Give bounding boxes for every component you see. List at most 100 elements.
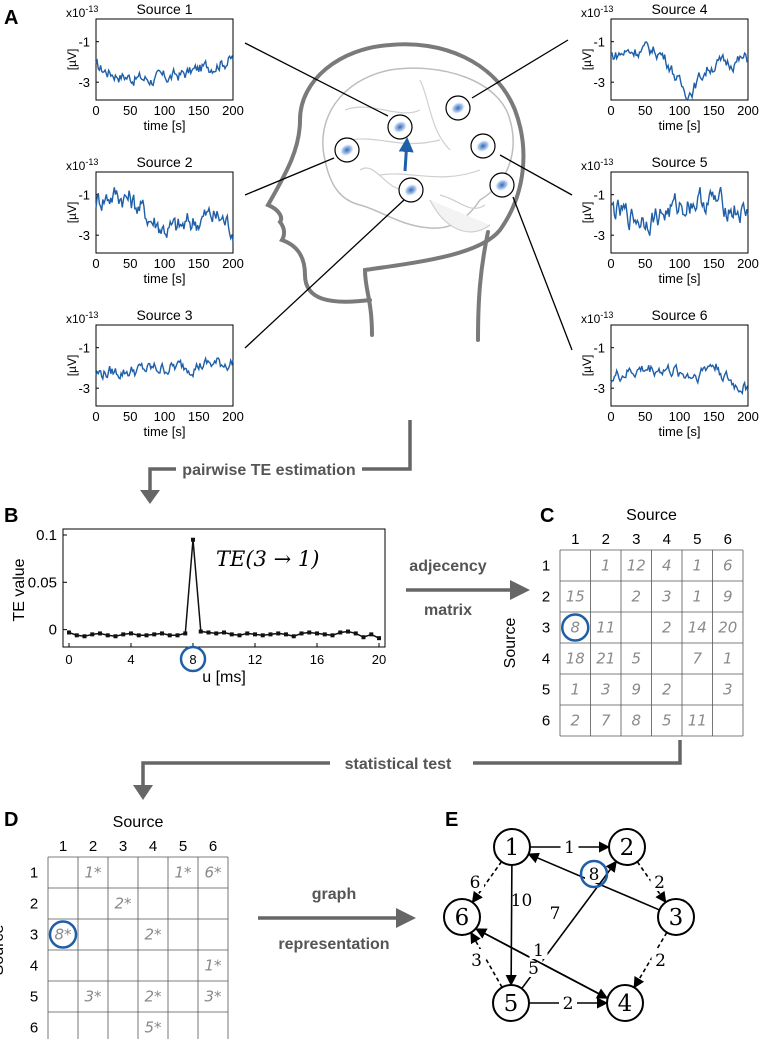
graph-edge-1-5 <box>505 864 517 987</box>
matrix-c-row-label: 4 <box>542 651 550 668</box>
source-plot-xtick: 50 <box>123 256 137 271</box>
svg-text:4: 4 <box>618 991 633 1017</box>
te-point <box>160 631 164 636</box>
te-yticks: 0.10.050 <box>28 527 67 639</box>
source-plot-ytick: -1 <box>593 341 605 356</box>
matrix-c-cell: 12 <box>627 557 646 575</box>
svg-text:2: 2 <box>620 835 635 861</box>
flow-statistical: statistical test <box>133 740 682 800</box>
source-plot-ytick: -3 <box>593 381 605 396</box>
matrix-c-cell: 11 <box>688 712 707 730</box>
panel-letter-e: E <box>445 809 458 831</box>
matrix-d-col-label: 5 <box>179 838 187 855</box>
graph-edge-label: 1 <box>564 838 575 858</box>
source-plot-ytick: -1 <box>593 188 605 203</box>
source-plot-xtick: 200 <box>737 409 759 424</box>
matrix-d-col-label: 4 <box>149 838 157 855</box>
brain-marker-5 <box>470 133 496 159</box>
head-illustration <box>265 42 526 342</box>
source-plot-exponent: x10-13 <box>581 157 613 173</box>
matrix-c-row-label: 3 <box>542 620 550 637</box>
panel-letter-a: A <box>4 7 18 29</box>
te-point <box>144 633 149 638</box>
matrix-d-cell: 1* <box>174 864 192 882</box>
matrix-c-cell: 18 <box>566 650 585 668</box>
graph-edge-4-6 <box>475 928 608 999</box>
te-point <box>152 632 157 637</box>
te-point <box>346 629 350 634</box>
source-plot-title: Source 6 <box>651 307 707 323</box>
source-plot-ylabel: [µV] <box>580 355 594 377</box>
matrix-d-cell: 5* <box>144 1019 162 1037</box>
source-plot-xtick: 100 <box>154 256 176 271</box>
graph-node-4: 4 <box>606 984 644 1022</box>
source-plot-xtick: 150 <box>703 256 725 271</box>
highlight-circle-b <box>179 645 207 673</box>
matrix-d-cell: 3* <box>204 988 222 1006</box>
source-plot-xtick: 100 <box>154 103 176 118</box>
te-point <box>183 631 188 636</box>
source-plot-trace <box>610 186 749 236</box>
graph-edge-label: 2 <box>654 873 665 893</box>
connector-source-4 <box>471 39 569 99</box>
graph-edge-label: 1 <box>533 941 544 961</box>
graph-edge-1-6 <box>471 861 503 904</box>
connector-source-6 <box>512 196 573 351</box>
te-point <box>237 633 242 638</box>
matrix-d-cell: 6* <box>204 864 222 882</box>
source-plot-ytick: -1 <box>78 188 90 203</box>
te-point <box>377 636 381 641</box>
te-point <box>74 633 79 638</box>
matrix-d-row-label: 4 <box>30 958 38 975</box>
source-plot-exponent: x10-13 <box>66 310 98 326</box>
source-plot-xtick: 150 <box>703 103 725 118</box>
source-plot-ylabel: [µV] <box>580 202 594 224</box>
matrix-c-cell: 9 <box>631 681 641 699</box>
brain-marker-2 <box>334 137 360 163</box>
source-plot-xtick: 50 <box>638 103 652 118</box>
matrix-c-cell: 3 <box>601 681 611 699</box>
source-plot-xtick: 0 <box>92 256 99 271</box>
te-xlabel: u [ms] <box>202 669 246 686</box>
matrix-c-cell: 2 <box>631 588 641 606</box>
source-plot-trace <box>610 362 749 396</box>
source-plot-xtick: 150 <box>188 103 210 118</box>
source-plot-title: Source 5 <box>651 154 707 170</box>
matrix-c-cell: 21 <box>596 650 615 668</box>
matrix-c-row-label: 1 <box>542 558 550 575</box>
matrix-c-cell: 4 <box>662 557 672 575</box>
te-point <box>307 630 312 635</box>
graph-edge-label: 5 <box>528 959 539 979</box>
matrix-c-header: Source <box>626 507 677 524</box>
source-plot-xlabel: time [s] <box>144 424 186 439</box>
matrix-c-cell: 8 <box>570 619 580 637</box>
source-plot-exponent: x10-13 <box>581 310 613 326</box>
matrix-c-cell: 1 <box>692 588 702 606</box>
te-series-points <box>67 537 381 641</box>
source-plot-xtick: 200 <box>737 256 759 271</box>
te-point <box>361 635 366 640</box>
source-plot-ytick: -1 <box>78 341 90 356</box>
matrix-c-cell: 15 <box>566 588 585 606</box>
te-point <box>191 537 195 542</box>
matrix-d-cell: 1* <box>84 864 102 882</box>
matrix-d-row-label: 3 <box>30 927 38 944</box>
source-plot-xtick: 50 <box>123 103 137 118</box>
te-point <box>167 633 172 638</box>
panel-letter-c: C <box>540 505 554 527</box>
matrix-d-row-label: 6 <box>30 1020 38 1037</box>
flow-adjacency: adjecency matrix <box>406 558 530 619</box>
source-plot-xtick: 0 <box>607 256 614 271</box>
source-plot-ytick: -3 <box>593 228 605 243</box>
flow-graph: graph representation <box>258 886 416 953</box>
graph-node-2: 2 <box>608 828 646 866</box>
graph-edge-label: 3 <box>471 951 482 971</box>
te-point <box>198 629 203 634</box>
source-plot-exponent: x10-13 <box>581 4 613 20</box>
matrix-c-cell: 7 <box>692 650 702 668</box>
adjacency-label-2: matrix <box>424 602 472 619</box>
te-point <box>245 631 250 636</box>
